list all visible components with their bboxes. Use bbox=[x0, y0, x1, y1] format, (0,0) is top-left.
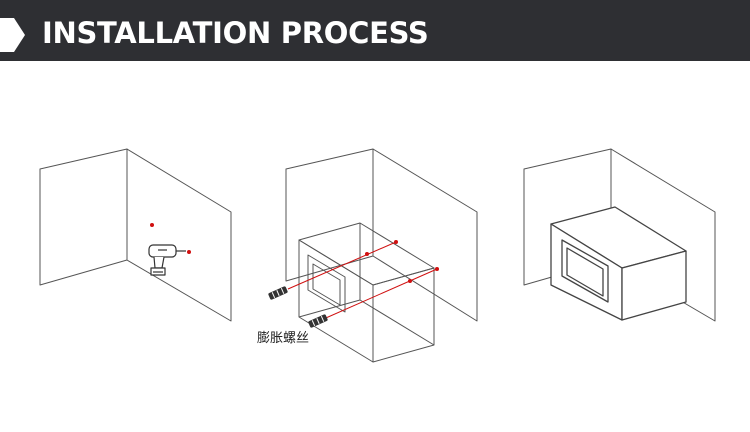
step-2: 膨胀螺丝 bbox=[257, 148, 478, 363]
header-bar: INSTALLATION PROCESS bbox=[0, 0, 750, 61]
mark-dot bbox=[365, 252, 369, 256]
mark-dot bbox=[394, 240, 398, 244]
screw-guide-lines bbox=[287, 241, 438, 322]
corner-wall bbox=[285, 148, 478, 322]
corner-wall bbox=[39, 148, 232, 322]
step-3 bbox=[523, 148, 716, 322]
expansion-screw-icon bbox=[308, 314, 328, 328]
drill-icon bbox=[148, 244, 186, 276]
page-title: INSTALLATION PROCESS bbox=[42, 16, 429, 50]
expansion-screw-icon bbox=[268, 286, 288, 300]
chevron-right-icon bbox=[0, 18, 25, 52]
safe-box bbox=[550, 206, 687, 321]
mark-dot bbox=[150, 223, 154, 227]
mark-dot bbox=[187, 250, 191, 254]
step-1 bbox=[39, 148, 232, 322]
screw-caption: 膨胀螺丝 bbox=[257, 331, 309, 346]
mark-dot bbox=[435, 267, 439, 271]
safe-box bbox=[298, 222, 435, 363]
mark-dot bbox=[408, 279, 412, 283]
